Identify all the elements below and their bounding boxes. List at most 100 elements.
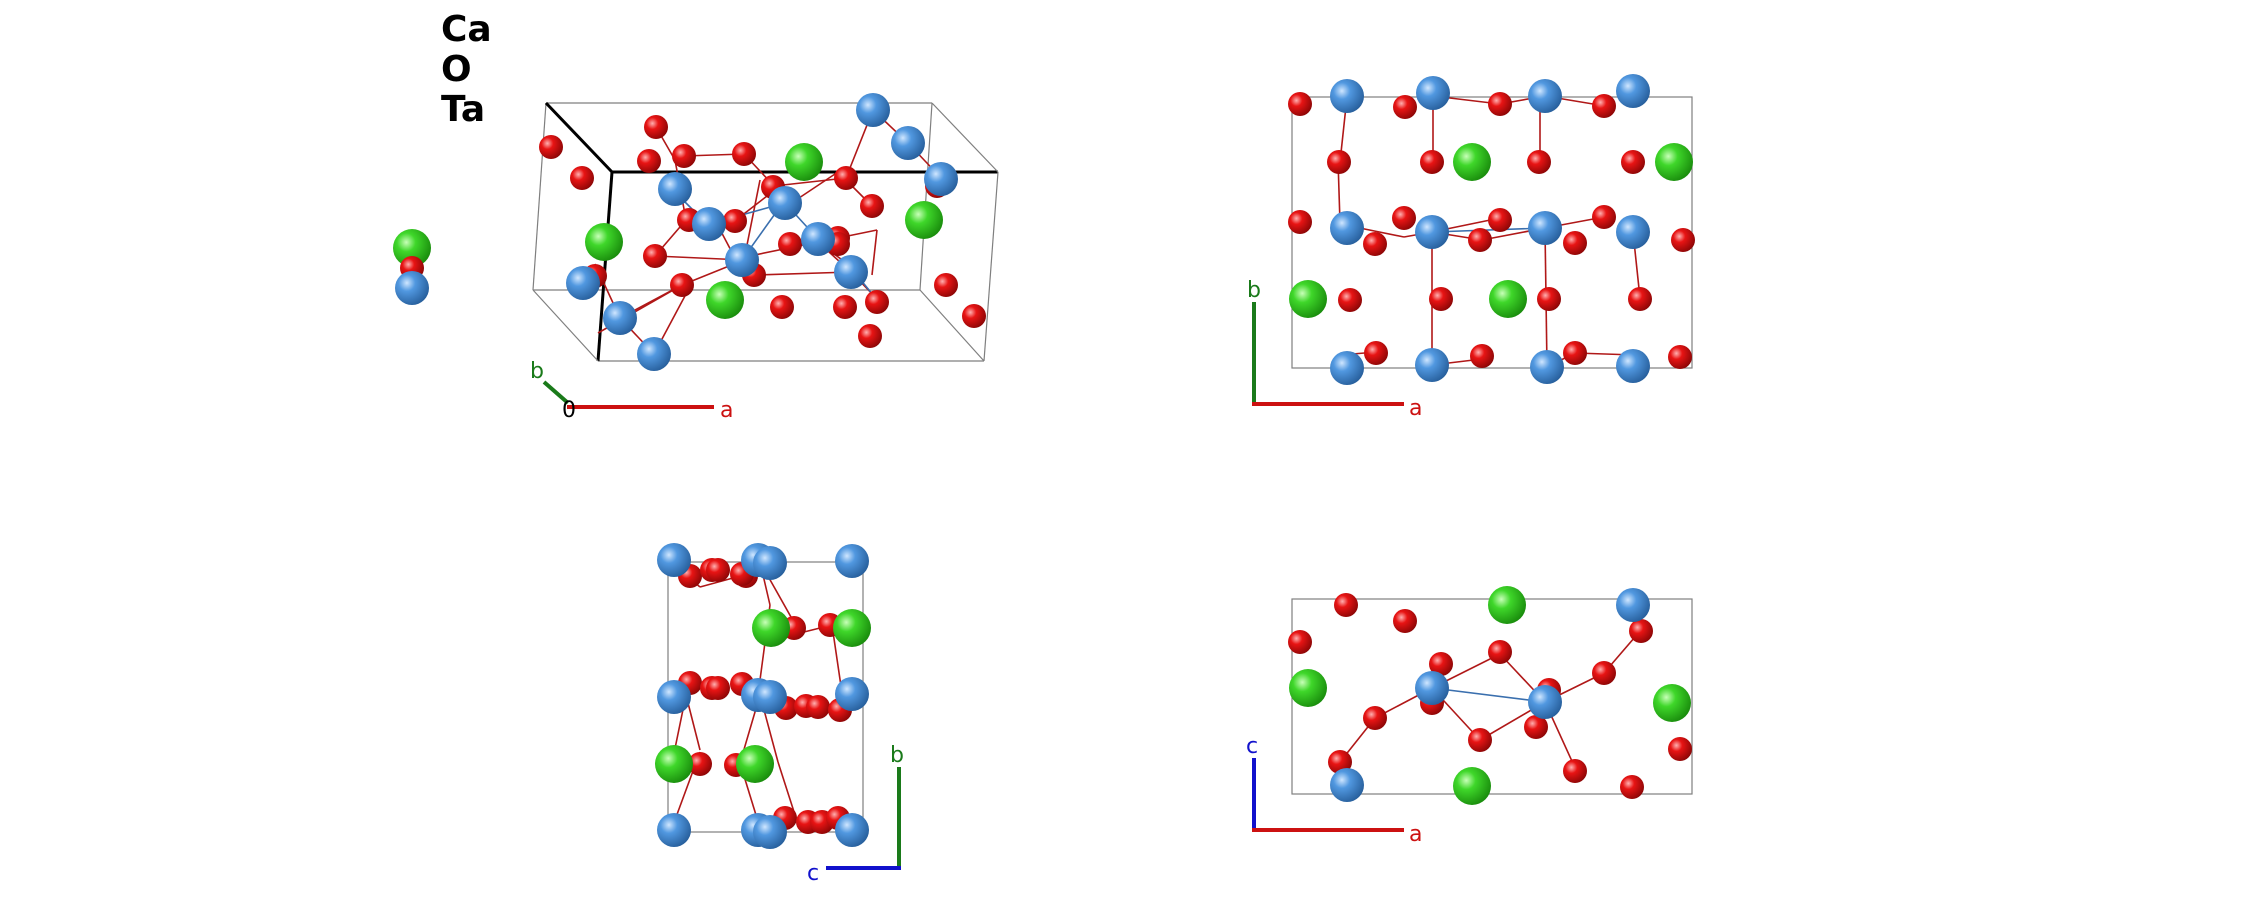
ta-atom <box>603 301 637 335</box>
axis-label-b: b <box>1247 278 1261 303</box>
ta-atom <box>725 243 759 277</box>
ca-atom <box>1488 586 1526 624</box>
ca-atom <box>1453 767 1491 805</box>
o-atom <box>1334 593 1358 617</box>
o-atom <box>732 142 756 166</box>
axis-label-c: c <box>807 861 819 886</box>
cell-edge <box>919 102 933 291</box>
o-atom <box>1592 94 1616 118</box>
ta-atom <box>1616 588 1650 622</box>
ca-atom <box>1453 143 1491 181</box>
o-atom <box>770 295 794 319</box>
ta-atom <box>835 544 869 578</box>
ca-atom <box>1289 669 1327 707</box>
ca-atom <box>1489 280 1527 318</box>
o-atom <box>637 149 661 173</box>
o-atom <box>570 166 594 190</box>
o-atom <box>1363 232 1387 256</box>
o-atom <box>1338 288 1362 312</box>
axis-line <box>542 380 570 405</box>
ta-atom <box>1528 211 1562 245</box>
o-atom <box>1488 640 1512 664</box>
ta-atom <box>834 255 868 289</box>
o-atom <box>1468 228 1492 252</box>
ca-atom <box>1655 143 1693 181</box>
o-atom <box>672 144 696 168</box>
o-atom <box>806 695 830 719</box>
ta-atom <box>657 543 691 577</box>
cell-edge <box>919 289 985 362</box>
o-atom <box>1470 344 1494 368</box>
ta-atom <box>1330 768 1364 802</box>
ta-atom <box>753 546 787 580</box>
o-atom <box>706 558 730 582</box>
ta-atom <box>657 813 691 847</box>
ta-atom <box>637 337 671 371</box>
o-atom <box>860 194 884 218</box>
o-atom <box>1328 750 1352 774</box>
o-atom <box>1468 728 1492 752</box>
bond <box>1432 227 1546 233</box>
o-atom <box>834 166 858 190</box>
ca-atom <box>833 609 871 647</box>
o-atom <box>962 304 986 328</box>
ta-atom <box>891 126 925 160</box>
o-atom <box>670 273 694 297</box>
ta-atom <box>1330 79 1364 113</box>
ta-atom <box>658 172 692 206</box>
o-atom <box>1364 341 1388 365</box>
legend-label-ca: Ca <box>441 9 492 50</box>
ta-atom <box>1416 76 1450 110</box>
o-atom <box>1592 205 1616 229</box>
ta-atom <box>1616 74 1650 108</box>
ca-atom <box>905 201 943 239</box>
ta-atom <box>924 162 958 196</box>
ta-atom <box>1616 349 1650 383</box>
o-atom <box>1420 150 1444 174</box>
ca-atom <box>736 745 774 783</box>
o-atom <box>1527 150 1551 174</box>
ta-atom <box>835 813 869 847</box>
bond <box>1431 687 1546 703</box>
bond <box>773 177 847 187</box>
o-atom <box>778 232 802 256</box>
o-atom <box>1392 206 1416 230</box>
ta-atom <box>1528 685 1562 719</box>
ta-atom <box>1330 351 1364 385</box>
axis-label-a: a <box>1409 396 1422 421</box>
ta-atom <box>1530 350 1564 384</box>
o-atom <box>1592 661 1616 685</box>
cell-edge <box>532 289 599 362</box>
o-atom <box>1363 706 1387 730</box>
cell-edge <box>983 171 999 362</box>
o-atom <box>1537 287 1561 311</box>
axis-label-a: a <box>720 398 733 423</box>
o-atom <box>1288 630 1312 654</box>
ta-atom <box>1415 215 1449 249</box>
ca-atom <box>785 143 823 181</box>
o-atom <box>1288 210 1312 234</box>
o-atom <box>858 324 882 348</box>
o-atom <box>865 290 889 314</box>
o-atom <box>1488 92 1512 116</box>
ca-atom <box>1653 684 1691 722</box>
cell-edge <box>532 102 547 291</box>
o-atom <box>934 273 958 297</box>
ta-atom <box>657 680 691 714</box>
o-atom <box>1488 208 1512 232</box>
legend-label-o: O <box>441 49 472 90</box>
o-atom <box>1429 652 1453 676</box>
o-atom <box>643 244 667 268</box>
ca-atom <box>752 609 790 647</box>
ca-atom <box>585 223 623 261</box>
ca-atom <box>655 745 693 783</box>
o-atom <box>1621 150 1645 174</box>
o-atom <box>1668 345 1692 369</box>
ta-atom <box>856 93 890 127</box>
o-atom <box>1620 775 1644 799</box>
ta-atom <box>395 271 429 305</box>
o-atom <box>833 295 857 319</box>
ta-atom <box>753 680 787 714</box>
ca-atom <box>1289 280 1327 318</box>
